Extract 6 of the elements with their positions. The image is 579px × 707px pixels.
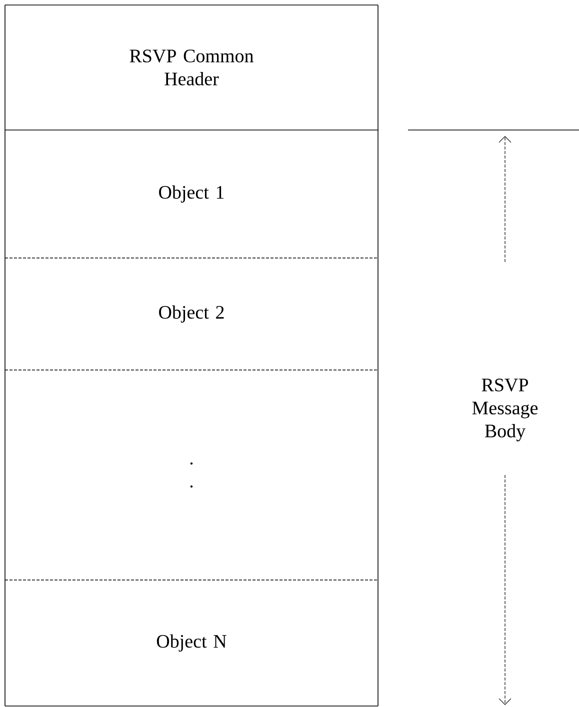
- dimension-label: RSVP Message Body: [472, 378, 538, 442]
- field-box: . .: [4, 370, 378, 580]
- field-box: Object N: [4, 580, 378, 706]
- field-box: Object 2: [4, 258, 378, 370]
- field-box: RSVP Common Header: [4, 4, 378, 130]
- field-box: Object 1: [4, 130, 378, 258]
